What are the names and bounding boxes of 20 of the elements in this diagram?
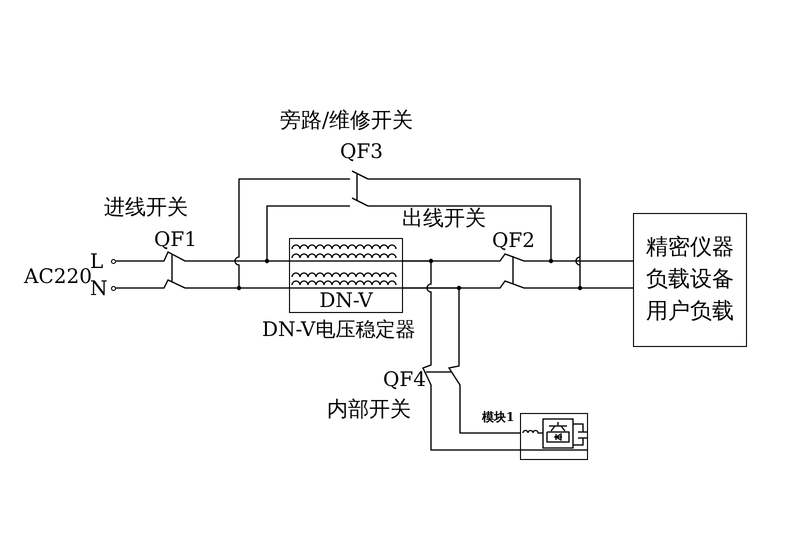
- wire: [116, 279, 289, 289]
- line-label: N: [90, 278, 108, 298]
- wire: [402, 287, 520, 434]
- switch-label: 旁路/维修开关: [280, 110, 414, 131]
- switch-label: 内部开关: [327, 399, 411, 420]
- switch-label: 出线开关: [402, 208, 486, 229]
- wire: [116, 251, 289, 262]
- node-label: DN-V: [318, 290, 374, 310]
- switch-label: 进线开关: [104, 197, 188, 218]
- load-box: [633, 213, 747, 347]
- breaker-label: QF4: [383, 369, 426, 389]
- line-label: L: [90, 251, 104, 271]
- breaker-label: QF2: [492, 230, 535, 250]
- breaker-label: QF3: [340, 141, 383, 161]
- node-label: DN-V电压稳定器: [262, 319, 416, 339]
- breaker-label: QF1: [154, 229, 197, 249]
- node-label: 模块1: [482, 411, 514, 423]
- wire: [402, 260, 520, 451]
- voltage-label: AC220: [24, 266, 92, 286]
- node-label: 精密仪器负载设备用户负载: [646, 234, 735, 326]
